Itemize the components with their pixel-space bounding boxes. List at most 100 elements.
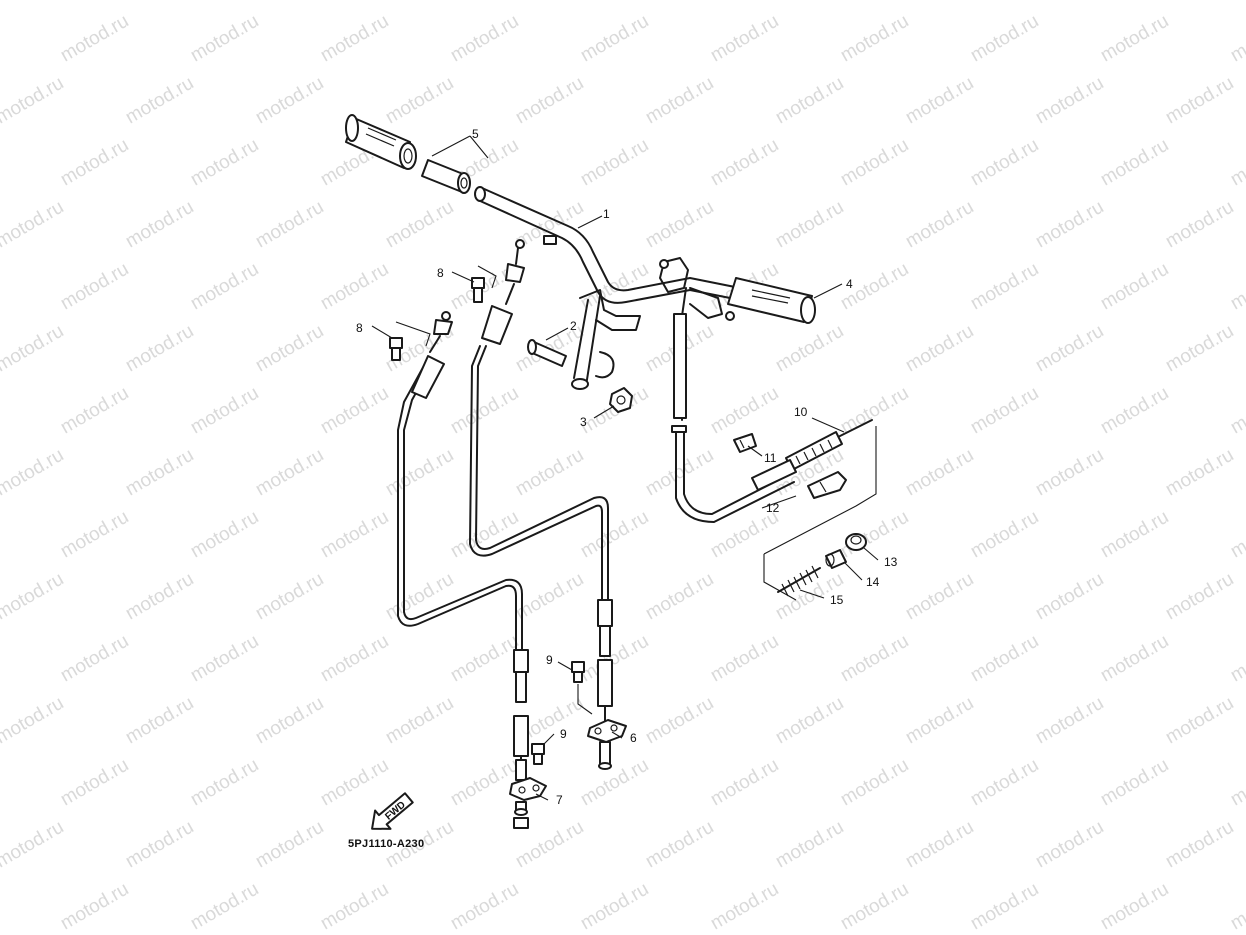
watermark-text: motod.ru [57,259,132,315]
watermark-text: motod.ru [382,73,457,129]
watermark-text: motod.ru [1162,0,1237,4]
watermark-text: motod.ru [0,11,2,67]
watermark-text: motod.ru [252,321,327,377]
watermark-text: motod.ru [447,631,522,687]
watermark-text: motod.ru [1097,631,1172,687]
nut-3 [609,387,633,413]
watermark-text: motod.ru [837,383,912,439]
collar-14 [825,549,847,569]
watermark-text: motod.ru [837,879,912,935]
watermark-text: motod.ru [0,879,2,935]
callout-7: 7 [556,793,563,807]
watermark-text: motod.ru [642,817,717,873]
watermark-text: motod.ru [57,507,132,563]
watermark-text: motod.ru [837,507,912,563]
watermark-text: motod.ru [317,755,392,811]
watermark-text: motod.ru [707,135,782,191]
watermark-text: motod.ru [707,507,782,563]
watermark-text: motod.ru [902,73,977,129]
watermark-text: motod.ru [252,197,327,253]
watermark-text: motod.ru [447,507,522,563]
watermark-text: motod.ru [707,11,782,67]
watermark-text: motod.ru [707,383,782,439]
watermark-text: motod.ru [642,197,717,253]
watermark-text: motod.ru [1097,259,1172,315]
watermark-text: motod.ru [967,383,1042,439]
watermark-text: motod.ru [0,259,2,315]
watermark-text: motod.ru [252,73,327,129]
callout-9-upper: 9 [546,653,553,667]
watermark-text: motod.ru [1227,631,1246,687]
watermark-text: motod.ru [1032,445,1107,501]
watermark-text: motod.ru [772,817,847,873]
watermark-text: motod.ru [122,445,197,501]
watermark-text: motod.ru [187,11,262,67]
fwd-arrow-icon: FWD [371,792,414,830]
watermark-text: motod.ru [447,383,522,439]
watermark-text: motod.ru [0,321,67,377]
watermark-text: motod.ru [967,507,1042,563]
watermark-text: motod.ru [0,383,2,439]
watermark-text: motod.ru [1227,11,1246,67]
watermark-text: motod.ru [642,0,717,4]
watermark-text: motod.ru [252,0,327,4]
watermark-text: motod.ru [902,321,977,377]
watermark-text: motod.ru [0,631,2,687]
watermark-text: motod.ru [57,879,132,935]
watermark-text: motod.ru [577,755,652,811]
watermark-text: motod.ru [382,445,457,501]
watermark-text: motod.ru [1227,259,1246,315]
watermark-text: motod.ru [317,11,392,67]
watermark-text: motod.ru [122,0,197,4]
watermark-text: motod.ru [512,445,587,501]
callout-11: 11 [764,451,777,465]
watermark-text: motod.ru [772,321,847,377]
watermark-text: motod.ru [1032,197,1107,253]
watermark-text: motod.ru [252,569,327,625]
watermark-text: motod.ru [837,135,912,191]
watermark-text: motod.ru [772,73,847,129]
bracket-7 [509,777,547,829]
watermark-text: motod.ru [1162,693,1237,749]
watermark-text: motod.ru [1097,11,1172,67]
watermark-text: motod.ru [577,631,652,687]
watermark-text: motod.ru [1097,755,1172,811]
watermark-text: motod.ru [0,135,2,191]
watermark-text: motod.ru [187,755,262,811]
callout-3: 3 [580,415,587,429]
watermark-text: motod.ru [57,383,132,439]
watermark-text: motod.ru [0,507,2,563]
cable-middle [469,239,609,601]
watermark-text: motod.ru [0,693,67,749]
watermark-text: motod.ru [967,11,1042,67]
callout-8-upper: 8 [437,266,444,280]
watermark-text: motod.ru [447,755,522,811]
watermark-text: motod.ru [382,693,457,749]
watermark-text: motod.ru [1032,321,1107,377]
callout-13: 13 [884,555,898,569]
watermark-text: motod.ru [447,11,522,67]
watermark-text: motod.ru [122,693,197,749]
callout-6: 6 [630,731,637,745]
watermark-text: motod.ru [0,73,67,129]
bolt-2 [527,339,567,367]
handlebar [474,186,736,390]
watermark-text: motod.ru [1227,135,1246,191]
watermark-text: motod.ru [1227,507,1246,563]
screw-9-upper [571,661,585,683]
watermark-text: motod.ru [57,11,132,67]
watermark-text: motod.ru [902,569,977,625]
watermark-text: motod.ru [0,755,2,811]
watermark-text: motod.ru [122,197,197,253]
watermark-text: motod.ru [1032,73,1107,129]
left-grip [345,114,471,194]
watermark-text: motod.ru [0,197,67,253]
watermark-text: motod.ru [57,755,132,811]
watermark-text: motod.ru [1032,693,1107,749]
watermark-text: motod.ru [187,383,262,439]
watermark-text: motod.ru [1162,321,1237,377]
watermark-text: motod.ru [1162,569,1237,625]
watermark-text: motod.ru [0,0,67,4]
watermark-text: motod.ru [772,197,847,253]
watermark-text: motod.ru [837,755,912,811]
